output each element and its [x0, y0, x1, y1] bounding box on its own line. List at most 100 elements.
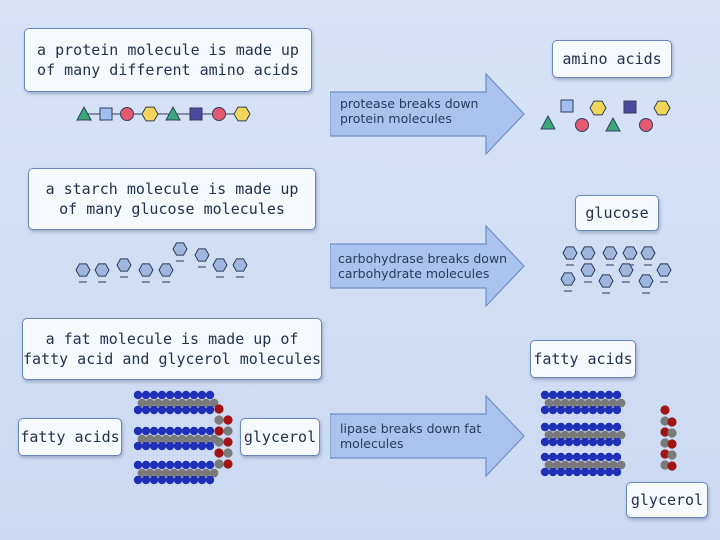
product-glycerol-molecule [667, 428, 677, 438]
fat-fatty-acid-chain-grey [193, 434, 203, 444]
protein-chain-amino-acid [165, 105, 181, 121]
free-glucose-molecule [562, 246, 578, 260]
product-fatty-acid-chain-grey [576, 430, 586, 440]
product-fatty-acid-chain-blue [588, 405, 598, 415]
fat-fatty-acid-chain-grey [185, 398, 195, 408]
product-fatty-acid-chain-blue [540, 390, 550, 400]
free-amino-acid [540, 114, 556, 130]
fat-fatty-acid-chain-blue [165, 390, 175, 400]
product-fatty-acid-chain-blue [588, 452, 598, 462]
product-fatty-acid-chain-blue [564, 452, 574, 462]
product-fatty-acid-chain-grey [544, 430, 554, 440]
fat-fatty-acid-chain-blue [181, 390, 191, 400]
fat-fatty-acid-chain-blue [189, 405, 199, 415]
fat-glycerol-backbone [214, 426, 224, 436]
glycerol-left-label: glycerol [243, 428, 317, 446]
product-fatty-acid-chain-blue [580, 405, 590, 415]
product-fatty-acid-chain-blue [604, 467, 614, 477]
free-glucose-molecule [580, 263, 596, 277]
fat-fatty-acid-chain-blue [173, 475, 183, 485]
product-fatty-acid-chain-blue [612, 405, 622, 415]
fat-fatty-acid-chain-blue [149, 426, 159, 436]
product-fatty-acid-chain-blue [556, 390, 566, 400]
product-fatty-acid-chain-grey [552, 460, 562, 470]
product-fatty-acid-chain-grey [560, 430, 570, 440]
fat-fatty-acid-chain-grey [185, 434, 195, 444]
product-glycerol-molecule [660, 405, 670, 415]
fat-fatty-acid-chain-grey [145, 468, 155, 478]
fat-fatty-acid-chain-blue [189, 475, 199, 485]
fat-fatty-acid-chain-grey [177, 434, 187, 444]
glycerol-left-label-box: glycerol [240, 418, 320, 456]
fat-description-box: a fat molecule is made up of fatty acid … [22, 318, 322, 380]
starch-glucose-unit [172, 242, 188, 256]
fat-fatty-acid-chain-blue [133, 460, 143, 470]
product-glycerol-molecule [660, 449, 670, 459]
fat-fatty-acid-chain-blue [149, 475, 159, 485]
protein-chain-amino-acid [212, 107, 226, 121]
product-fatty-acid-chain-blue [612, 422, 622, 432]
fat-fatty-acid-chain-blue [205, 390, 215, 400]
protein-chain-amino-acid [189, 107, 203, 121]
product-fatty-acid-chain-blue [548, 467, 558, 477]
fat-fatty-acid-chain-blue [181, 441, 191, 451]
product-glycerol-molecule [660, 427, 670, 437]
fat-fatty-acid-chain-blue [141, 475, 151, 485]
product-glycerol-molecule [660, 438, 670, 448]
fat-fatty-acid-chain-blue [173, 405, 183, 415]
fat-fatty-acid-chain-grey [201, 468, 211, 478]
free-amino-acid [623, 100, 637, 114]
fat-fatty-acid-chain-blue [165, 460, 175, 470]
fat-fatty-acid-chain-blue [149, 441, 159, 451]
glucose-label: glucose [585, 204, 649, 222]
glycerol-product-label: glycerol [630, 491, 704, 509]
fat-fatty-acid-chain-blue [133, 441, 143, 451]
fat-fatty-acid-chain-blue [165, 405, 175, 415]
product-fatty-acid-chain-blue [564, 437, 574, 447]
protein-chain-amino-acid [120, 107, 134, 121]
fat-fatty-acid-chain-grey [161, 468, 171, 478]
product-fatty-acid-chain-blue [596, 422, 606, 432]
amino-acids-label: amino acids [562, 50, 662, 68]
fat-fatty-acid-chain-blue [197, 460, 207, 470]
fat-fatty-acid-chain-blue [189, 390, 199, 400]
free-glucose-molecule [602, 246, 618, 260]
fat-fatty-acid-chain-grey [169, 434, 179, 444]
fat-fatty-acid-chain-blue [205, 441, 215, 451]
fat-glycerol-backbone [214, 448, 224, 458]
product-fatty-acid-chain-grey [560, 398, 570, 408]
fat-fatty-acid-chain-blue [197, 441, 207, 451]
product-fatty-acid-chain-grey [592, 460, 602, 470]
fat-fatty-acid-chain-grey [185, 468, 195, 478]
fat-fatty-acid-chain-blue [181, 426, 191, 436]
fat-fatty-acid-chain-blue [141, 426, 151, 436]
product-glycerol-molecule [667, 461, 677, 471]
fat-glycerol-backbone [214, 415, 224, 425]
fat-glycerol-backbone [214, 404, 224, 414]
product-fatty-acid-chain-grey [544, 398, 554, 408]
fatty-acids-product-label-box: fatty acids [530, 340, 636, 378]
fat-fatty-acid-chain-blue [165, 426, 175, 436]
product-fatty-acid-chain-blue [556, 467, 566, 477]
protease-arrow [330, 72, 525, 156]
product-fatty-acid-chain-blue [596, 390, 606, 400]
protein-chain-amino-acid [99, 107, 113, 121]
fat-fatty-acid-chain-blue [157, 460, 167, 470]
carbohydrase-arrow-label: carbohydrase breaks down carbohydrate mo… [338, 251, 507, 281]
fat-fatty-acid-chain-blue [133, 426, 143, 436]
product-fatty-acid-chain-blue [588, 390, 598, 400]
product-fatty-acid-chain-blue [588, 437, 598, 447]
product-fatty-acid-chain-blue [540, 452, 550, 462]
product-fatty-acid-chain-blue [596, 467, 606, 477]
product-fatty-acid-chain-blue [564, 390, 574, 400]
product-fatty-acid-chain-grey [576, 398, 586, 408]
amino-acids-label-box: amino acids [552, 40, 672, 78]
fat-fatty-acid-chain-grey [169, 398, 179, 408]
free-amino-acid [560, 99, 574, 113]
fat-fatty-acid-chain-grey [137, 468, 147, 478]
fat-fatty-acid-chain-blue [157, 405, 167, 415]
fat-fatty-acid-chain-blue [205, 405, 215, 415]
product-fatty-acid-chain-grey [568, 430, 578, 440]
fat-fatty-acid-chain-blue [189, 441, 199, 451]
